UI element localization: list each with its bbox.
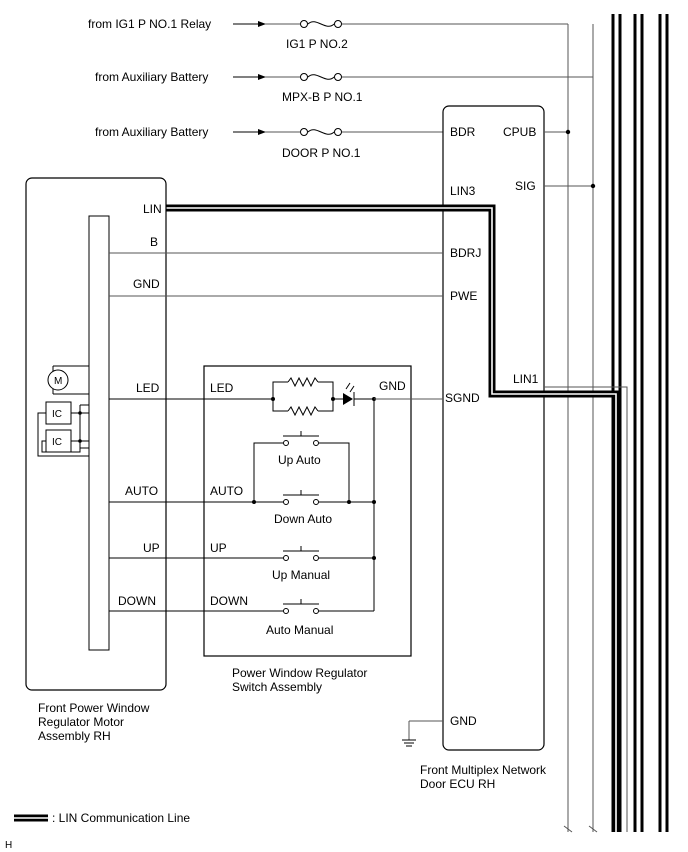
source-aux2-label: from Auxiliary Battery [95,125,208,139]
fuse-mpxb-label: MPX-B P NO.1 [282,90,363,104]
ecu-pin-cpub: CPUB [503,125,536,139]
motor-pin-lin: LIN [143,202,162,216]
switch-pin-gnd: GND [379,379,406,393]
source-aux1-label: from Auxiliary Battery [95,70,208,84]
fuse-door-label: DOOR P NO.1 [282,146,361,160]
ecu-pin-bdrj: BDRJ [450,246,481,260]
source-mpxb: from Auxiliary Battery MPX-B P NO.1 [95,70,593,104]
fuse-icon [307,21,335,27]
switch-pin-led: LED [210,381,234,395]
ecu-pin-pwe: PWE [450,289,477,303]
ecu-pin-sig: SIG [515,179,536,193]
svg-text:M: M [54,376,62,387]
corner-mark: H [5,840,12,851]
resistor-icon [287,405,319,417]
switch-name-line2: Switch Assembly [232,680,322,694]
fuse-icon [307,74,335,80]
switch-up-auto-label: Up Auto [278,453,321,467]
switch-down-auto-label: Down Auto [274,512,332,526]
switch-pin-auto: AUTO [210,484,243,498]
motor-icon [47,369,69,391]
ecu-pin-gnd: GND [450,714,477,728]
motor-assembly: LIN B GND LED AUTO UP DOWN M IC IC Front… [25,177,167,743]
switch-pin-down: DOWN [210,594,248,608]
ecu-pin-lin3: LIN3 [450,184,476,198]
motor-name-line2: Regulator Motor [38,715,124,729]
motor-name-line1: Front Power Window [38,701,150,715]
switch-pin-up: UP [210,541,227,555]
motor-pin-gnd: GND [133,277,160,291]
switch-assembly: LED GND AUTO UP DOWN Up Auto [166,365,443,694]
motor-pin-up: UP [143,541,160,555]
motor-pin-led: LED [136,381,160,395]
legend: : LIN Communication Line [14,811,190,825]
resistor-icon [287,376,319,388]
source-ig1: from IG1 P NO.1 Relay IG1 P NO.2 [88,17,568,51]
ecu-pin-sgnd: SGND [445,391,480,405]
lin-line [166,204,628,832]
led-icon [343,393,353,405]
ecu-ground [402,720,443,747]
fuse-ig1-label: IG1 P NO.2 [286,37,348,51]
motor-pin-down: DOWN [118,594,156,608]
legend-lin-label: : LIN Communication Line [52,811,190,825]
motor-pin-b: B [150,235,158,249]
motor-pin-auto: AUTO [125,484,158,498]
source-ig1-label: from IG1 P NO.1 Relay [88,17,211,31]
fuse-icon [307,129,335,135]
switch-name-line1: Power Window Regulator [232,666,367,680]
ecu-name-line2: Door ECU RH [420,777,495,791]
svg-text:IC: IC [52,437,62,448]
motor-name-line3: Assembly RH [38,729,111,743]
switch-auto-manual-label: Auto Manual [266,623,333,637]
source-door: from Auxiliary Battery DOOR P NO.1 [95,125,443,160]
ecu-pin-lin1: LIN1 [513,372,539,386]
door-ecu: BDR CPUB LIN3 SIG BDRJ PWE LIN1 SGND GND… [420,105,547,791]
switch-up-manual-label: Up Manual [272,568,330,582]
ecu-name-line1: Front Multiplex Network [420,763,547,777]
svg-text:IC: IC [52,409,62,420]
ecu-pin-bdr: BDR [450,125,476,139]
